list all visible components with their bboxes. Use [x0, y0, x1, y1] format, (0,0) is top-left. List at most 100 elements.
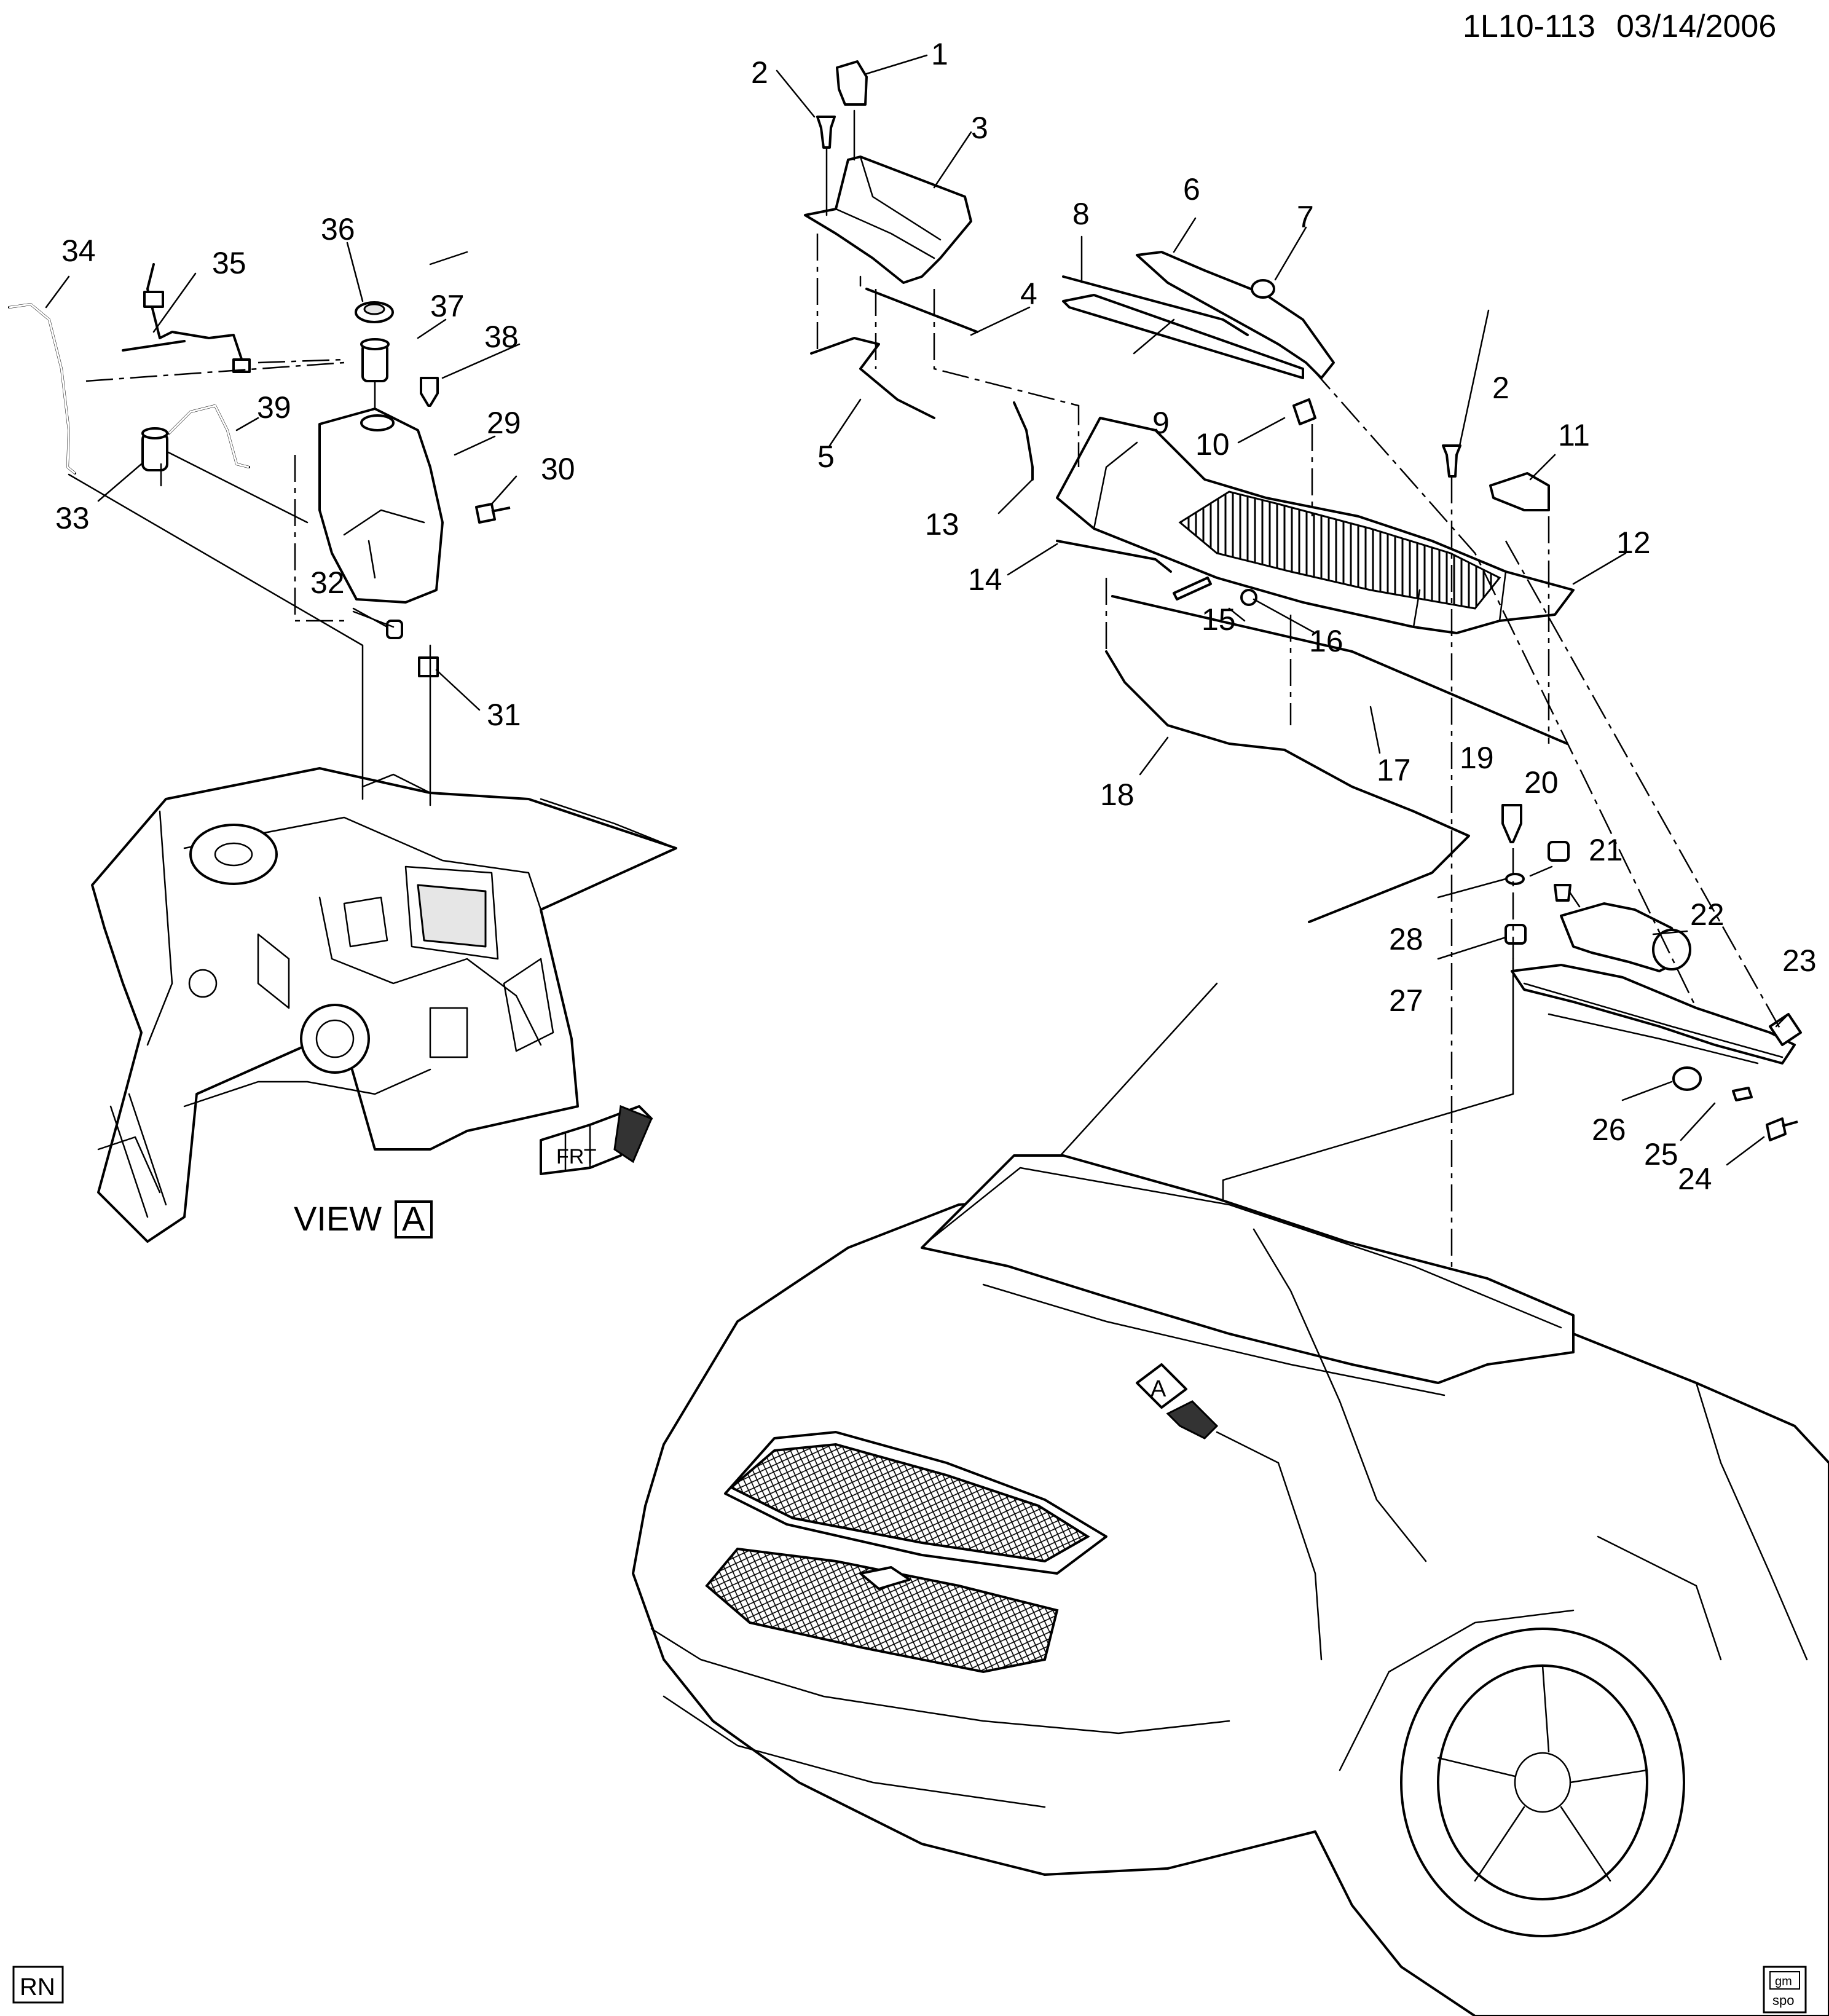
callout-1: 1	[931, 37, 948, 71]
callout-7: 7	[1297, 200, 1314, 234]
bracket-1	[836, 60, 868, 106]
wiper-arm-6	[1136, 251, 1335, 379]
washer-pump	[141, 427, 168, 471]
callout-2-right: 2	[1492, 371, 1509, 405]
callout-37: 37	[430, 289, 465, 323]
bolt-24	[1766, 1117, 1798, 1141]
callout-28: 28	[1389, 922, 1423, 956]
callout-3: 3	[971, 111, 988, 145]
wiper-linkage-23	[1511, 964, 1802, 1065]
seal-17	[1111, 595, 1568, 745]
callout-21: 21	[1589, 833, 1623, 867]
callout-35: 35	[212, 246, 246, 280]
push-pin-2-right	[1442, 444, 1461, 478]
callout-33: 33	[55, 501, 90, 535]
callout-14: 14	[968, 562, 1002, 597]
gm-spo-logo: gm spo	[1763, 1966, 1807, 2014]
reservoir-cap-bushing	[360, 338, 390, 382]
view-a-text: VIEW	[294, 1199, 382, 1238]
callout-16: 16	[1309, 624, 1343, 658]
seal-4	[865, 288, 978, 333]
bracket-11	[1489, 472, 1550, 511]
grommet-26	[1672, 1066, 1702, 1091]
hose-13	[1013, 401, 1034, 481]
washer-fluid-reservoir	[318, 408, 444, 604]
callout-5: 5	[817, 439, 835, 474]
wiper-blade-8	[1062, 275, 1249, 336]
callout-11: 11	[1558, 418, 1590, 452]
view-a-arrow-letter: A	[1150, 1376, 1166, 1402]
callout-31: 31	[487, 698, 521, 732]
callout-34: 34	[61, 234, 96, 268]
callout-15: 15	[1202, 602, 1236, 637]
callout-labels: 1 2 3 4 5 6 7 8 9 10 11 12 13 14 15 16 1…	[45, 37, 1817, 1196]
grommet-27	[1504, 924, 1527, 945]
view-a-body-structure	[91, 767, 677, 1243]
nut-16	[1240, 589, 1257, 606]
callout-30: 30	[541, 452, 575, 486]
clip-15	[1173, 577, 1212, 600]
callout-13: 13	[925, 507, 959, 541]
leader-lines-right	[816, 109, 1784, 1494]
gm-logo-line1: gm	[1775, 1975, 1792, 1988]
cowl-grille-panel	[1056, 417, 1575, 634]
washer-28	[1505, 873, 1525, 885]
callout-24: 24	[1678, 1162, 1712, 1196]
callout-9: 9	[1152, 406, 1170, 440]
callout-20: 20	[1524, 765, 1559, 800]
callout-2: 2	[751, 55, 768, 90]
clip-31	[418, 656, 439, 677]
hose-5	[810, 337, 935, 419]
callout-17: 17	[1377, 753, 1411, 787]
callout-29: 29	[487, 406, 521, 440]
washer-hose-39	[168, 404, 250, 468]
callout-27: 27	[1389, 983, 1423, 1018]
gm-logo-line2: spo	[1772, 1993, 1794, 2008]
reservoir-bolt	[420, 377, 439, 407]
bolt-19	[1501, 804, 1522, 843]
callout-6: 6	[1183, 172, 1200, 207]
diagram-id: 1L10-113	[1463, 9, 1595, 44]
callout-18: 18	[1100, 778, 1135, 812]
seal-14	[1056, 540, 1172, 573]
diagram-date: 03/14/2006	[1616, 9, 1776, 44]
corner-code-box: RN	[12, 1966, 64, 2004]
wiper-blade-9	[1062, 294, 1304, 379]
wiper-motor-22	[1560, 902, 1691, 972]
callout-4: 4	[1020, 277, 1037, 311]
callout-19: 19	[1460, 741, 1494, 775]
callout-22: 22	[1690, 897, 1725, 932]
washer-25	[1732, 1087, 1753, 1101]
push-pin-2-top	[816, 116, 836, 149]
callout-36: 36	[321, 212, 355, 246]
hose-18	[1105, 650, 1470, 923]
cowl-panel-3	[804, 156, 972, 284]
callout-26: 26	[1592, 1112, 1626, 1147]
grommet-32	[386, 620, 403, 639]
leader-lines-left	[68, 358, 431, 806]
callout-25: 25	[1644, 1137, 1678, 1171]
callout-38: 38	[484, 320, 519, 354]
grommet-20	[1548, 841, 1570, 862]
vehicle-body	[632, 1154, 1829, 2016]
callout-8: 8	[1072, 197, 1090, 231]
callout-23: 23	[1782, 943, 1817, 978]
arm-cap-7	[1251, 279, 1275, 299]
nozzle-10	[1292, 398, 1316, 425]
view-a-label: VIEW A	[294, 1199, 433, 1238]
washer-cap-icon	[355, 301, 394, 323]
front-arrow-text: FRT	[556, 1145, 596, 1168]
callout-12: 12	[1616, 526, 1651, 560]
view-a-letter: A	[402, 1199, 425, 1238]
callout-10: 10	[1195, 427, 1230, 462]
callout-39: 39	[257, 390, 291, 425]
front-arrow-icon: FRT	[540, 1104, 653, 1175]
washer-hose-34	[8, 303, 76, 474]
wiring-harness-35	[122, 263, 251, 373]
nut-21	[1554, 884, 1571, 902]
callout-32: 32	[310, 565, 345, 600]
corner-code-text: RN	[20, 1974, 55, 2001]
view-a-arrow-icon: A	[1136, 1363, 1219, 1439]
reservoir-screw-30	[475, 503, 511, 524]
